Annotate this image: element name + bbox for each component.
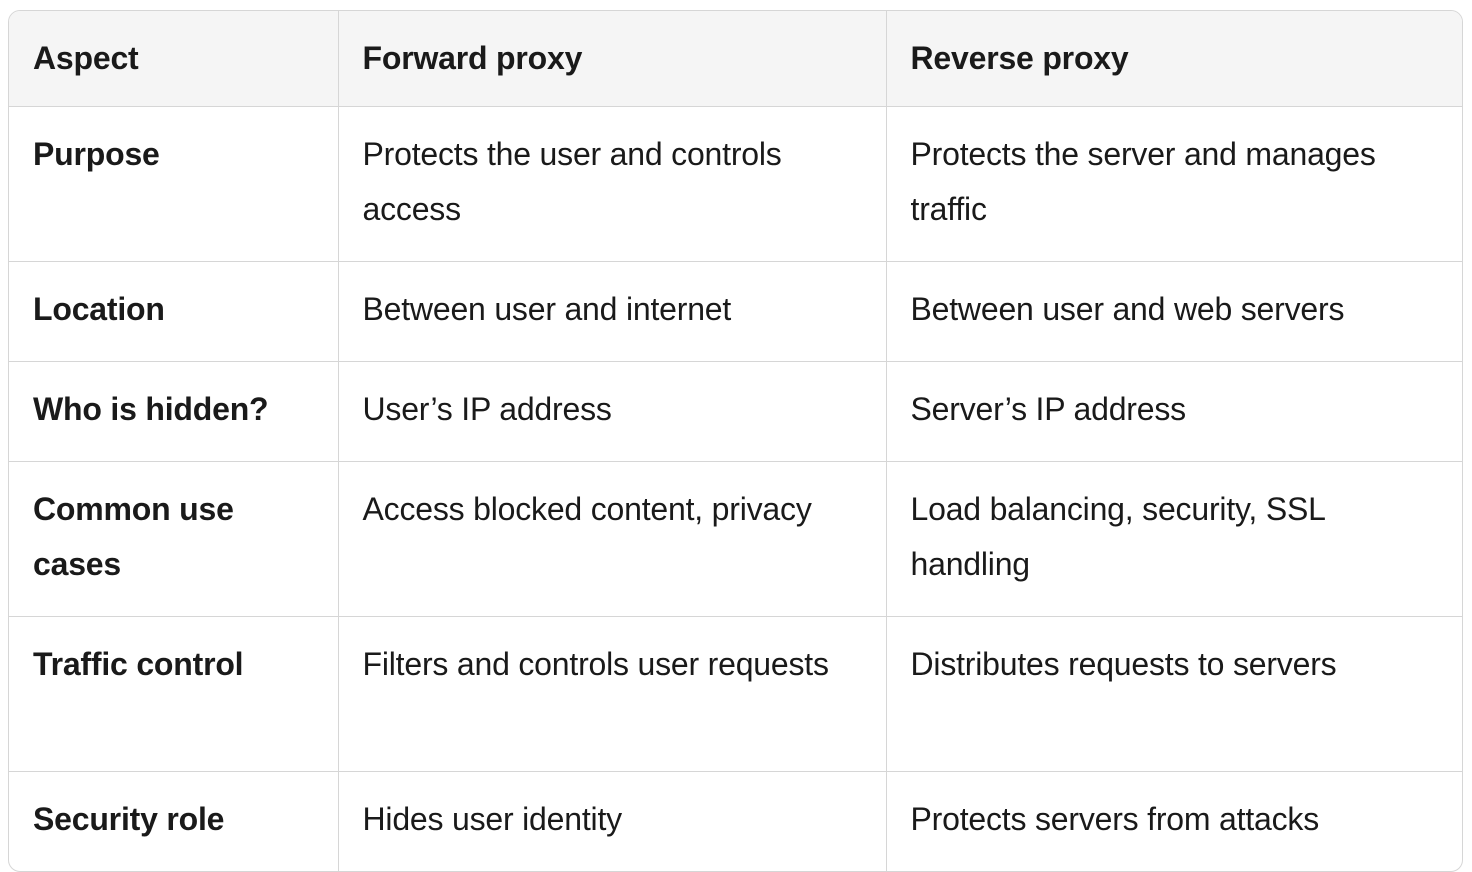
proxy-comparison-table: Aspect Forward proxy Reverse proxy Purpo… (8, 10, 1463, 872)
column-header-reverse-proxy: Reverse proxy (885, 11, 1462, 106)
column-header-forward-proxy: Forward proxy (337, 11, 886, 106)
reverse-proxy-cell: Server’s IP address (885, 360, 1462, 461)
header-row: Aspect Forward proxy Reverse proxy (9, 11, 1462, 106)
table-row: Purpose Protects the user and controls a… (9, 105, 1462, 261)
table-row: Location Between user and internet Betwe… (9, 260, 1462, 361)
row-header-cell: Common use cases (9, 460, 338, 616)
table-row: Who is hidden? User’s IP address Server’… (9, 360, 1462, 461)
row-header-cell: Who is hidden? (9, 360, 338, 461)
forward-proxy-cell: Filters and controls user requests (337, 615, 886, 771)
row-header-cell: Purpose (9, 105, 338, 261)
forward-proxy-cell: Access blocked content, privacy (337, 460, 886, 616)
forward-proxy-cell: Protects the user and controls access (337, 105, 886, 261)
column-header-aspect: Aspect (9, 11, 338, 106)
row-header-cell: Traffic control (9, 615, 338, 771)
reverse-proxy-cell: Between user and web servers (885, 260, 1462, 361)
forward-proxy-cell: Between user and internet (337, 260, 886, 361)
reverse-proxy-cell: Protects servers from attacks (885, 770, 1462, 871)
reverse-proxy-cell: Protects the server and manages traffic (885, 105, 1462, 261)
row-header-cell: Security role (9, 770, 338, 871)
table-row: Common use cases Access blocked content,… (9, 460, 1462, 616)
table-row: Security role Hides user identity Protec… (9, 770, 1462, 871)
forward-proxy-cell: User’s IP address (337, 360, 886, 461)
reverse-proxy-cell: Load balancing, security, SSL handling (885, 460, 1462, 616)
table-row: Traffic control Filters and controls use… (9, 615, 1462, 771)
forward-proxy-cell: Hides user identity (337, 770, 886, 871)
comparison-table: Aspect Forward proxy Reverse proxy Purpo… (9, 11, 1462, 871)
reverse-proxy-cell: Distributes requests to servers (885, 615, 1462, 771)
row-header-cell: Location (9, 260, 338, 361)
